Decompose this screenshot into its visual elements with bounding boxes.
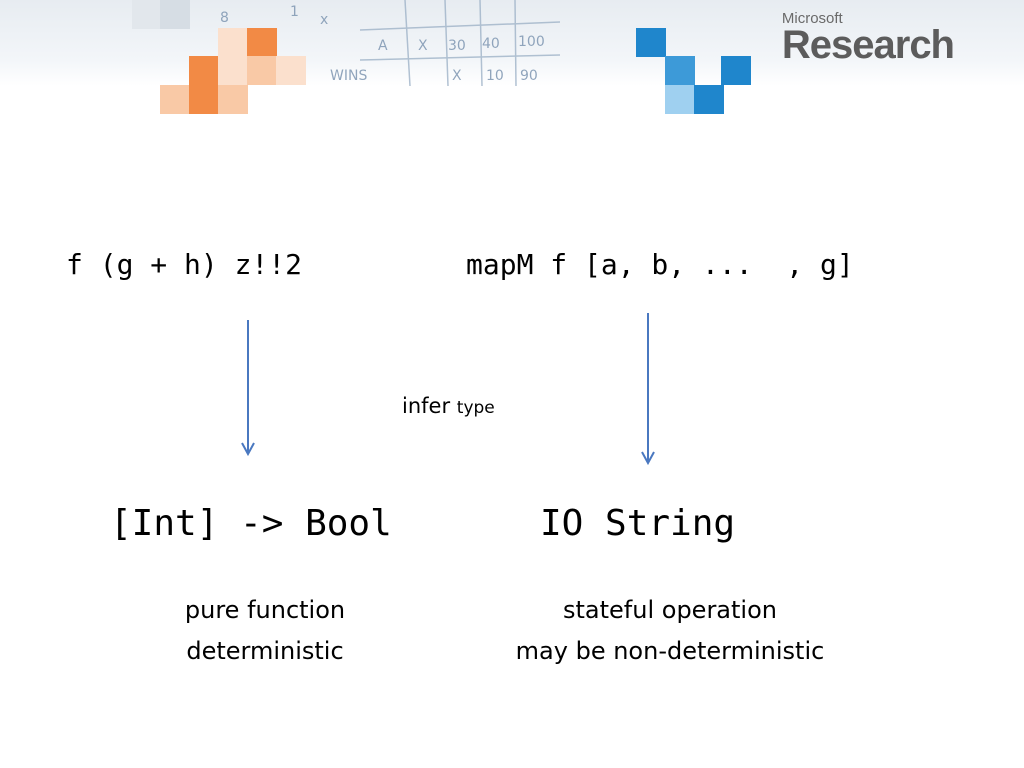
- decorative-square: [276, 56, 306, 85]
- svg-text:10: 10: [486, 68, 504, 84]
- svg-text:40: 40: [482, 36, 500, 52]
- note-right: stateful operation may be non-determinis…: [460, 590, 880, 672]
- note-left-line2: deterministic: [186, 637, 344, 665]
- logo-microsoft-text: Microsoft: [781, 10, 843, 27]
- microsoft-research-logo: Microsoft Research: [781, 10, 955, 67]
- logo-research-text: Research: [781, 23, 955, 67]
- infer-type-label: infer type: [402, 394, 495, 418]
- expression-left: f (g + h) z!!2: [66, 248, 303, 281]
- decorative-square: [160, 0, 190, 29]
- svg-text:WINS: WINS: [330, 68, 367, 84]
- arrow-left: [241, 320, 255, 457]
- decorative-square: [247, 56, 277, 85]
- decorative-square: [665, 85, 695, 114]
- notebook-sketch-image: A X 30 40 100 WINS X 10 90 8 1 x: [220, 0, 561, 86]
- decorative-square: [189, 56, 219, 85]
- type-left: [Int] -> Bool: [110, 503, 392, 544]
- decorative-square: [160, 85, 190, 114]
- decorative-square: [636, 28, 666, 57]
- svg-text:x: x: [320, 12, 328, 28]
- note-left: pure function deterministic: [130, 590, 400, 672]
- decorative-square: [247, 28, 277, 57]
- svg-text:X: X: [418, 38, 428, 54]
- svg-text:90: 90: [520, 68, 538, 84]
- type-word: type: [456, 398, 495, 418]
- header-banner: A X 30 40 100 WINS X 10 90 8 1 x Microso…: [0, 0, 1024, 115]
- svg-text:30: 30: [448, 38, 466, 54]
- decorative-square: [132, 0, 162, 29]
- type-right: IO String: [540, 503, 736, 544]
- svg-text:1: 1: [290, 4, 299, 20]
- decorative-square: [189, 85, 219, 114]
- decorative-square: [694, 85, 724, 114]
- svg-text:A: A: [378, 38, 388, 54]
- svg-text:100: 100: [518, 34, 545, 50]
- note-right-line1: stateful operation: [563, 596, 777, 624]
- arrow-right: [641, 313, 655, 466]
- expression-right: mapM f [a, b, ... , g]: [466, 248, 854, 281]
- note-right-line2: may be non-deterministic: [515, 637, 825, 665]
- decorative-square: [721, 56, 751, 85]
- note-left-line1: pure function: [184, 596, 346, 624]
- decorative-square: [218, 85, 248, 114]
- decorative-square: [218, 28, 248, 57]
- decorative-square: [218, 56, 248, 85]
- svg-text:8: 8: [220, 10, 229, 26]
- svg-text:X: X: [452, 68, 462, 84]
- infer-word: infer: [402, 394, 451, 418]
- decorative-square: [665, 56, 695, 85]
